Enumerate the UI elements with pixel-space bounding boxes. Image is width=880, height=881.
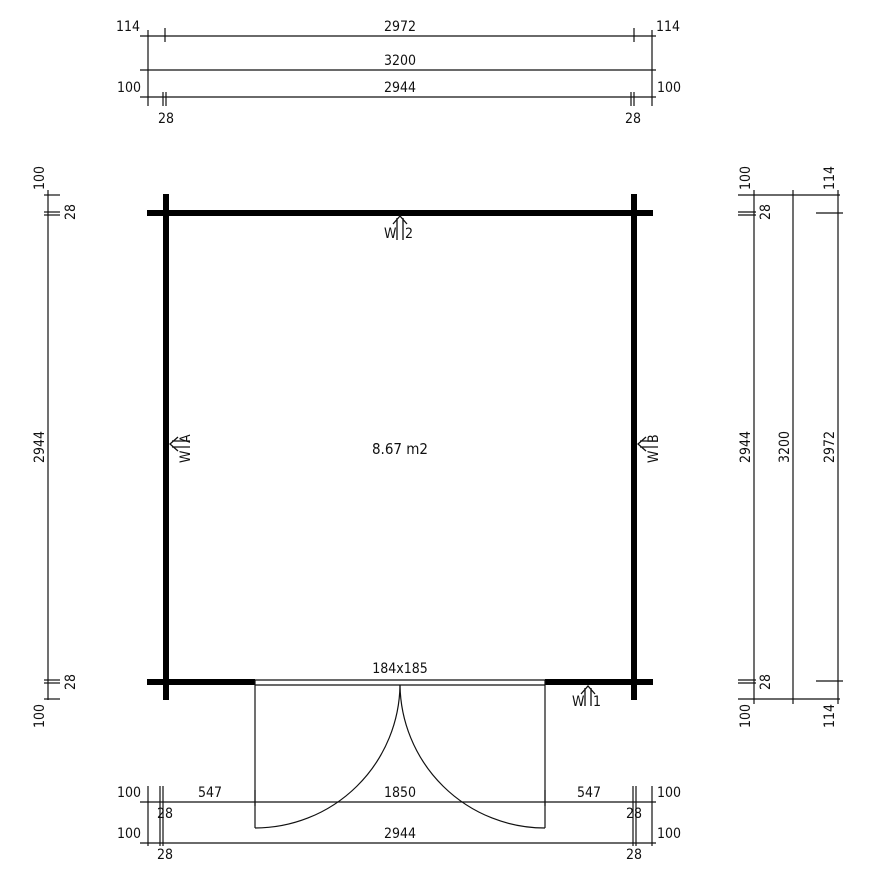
- dim-left-28-bottom: 28: [63, 674, 79, 690]
- dim-bottom-28-left-2: 28: [157, 847, 173, 863]
- dim-bottom-547-left: 547: [198, 785, 222, 801]
- dim-right-28-bottom: 28: [758, 674, 774, 690]
- room-area-label: 8.67 m2: [372, 440, 428, 458]
- wall-marker-wb-prefix: W: [646, 450, 662, 463]
- dim-right-100-top: 100: [738, 166, 754, 190]
- dim-top-100-left: 100: [117, 80, 141, 96]
- dim-bottom-547-right: 547: [577, 785, 601, 801]
- dim-top-28-right: 28: [625, 111, 641, 127]
- dim-top-28-left: 28: [158, 111, 174, 127]
- dim-right-2944: 2944: [738, 431, 754, 463]
- dim-right-100-bottom: 100: [738, 704, 754, 728]
- wall-marker-w1-suffix: 1: [593, 694, 601, 710]
- dim-right-28-top: 28: [758, 204, 774, 220]
- left-dimension-lines: [44, 190, 60, 700]
- dim-left-100-bottom: 100: [32, 704, 48, 728]
- dim-top-2972: 2972: [384, 19, 416, 35]
- dim-right-2972: 2972: [822, 431, 838, 463]
- dim-right-114-top: 114: [822, 166, 838, 190]
- dim-bottom-100-left-1: 100: [117, 785, 141, 801]
- dim-top-114-right: 114: [656, 19, 680, 35]
- dim-bottom-28-left-1: 28: [157, 806, 173, 822]
- walls: [147, 194, 653, 700]
- dim-bottom-2944: 2944: [384, 826, 416, 842]
- double-door: [254, 679, 546, 829]
- dim-bottom-100-right-2: 100: [657, 826, 681, 842]
- dim-left-28-top: 28: [63, 204, 79, 220]
- dim-right-114-bottom: 114: [822, 704, 838, 728]
- top-dimension-lines: [140, 28, 656, 106]
- wall-marker-wa-prefix: W: [178, 450, 194, 463]
- dim-left-2944: 2944: [32, 431, 48, 463]
- wall-marker-w1-prefix: W: [572, 694, 585, 710]
- wall-marker-arrows: [169, 215, 658, 706]
- right-dimension-lines: [738, 190, 843, 704]
- dim-top-114-left: 114: [116, 19, 140, 35]
- dim-bottom-28-right-1: 28: [626, 806, 642, 822]
- wall-marker-wa-suffix: A: [178, 434, 194, 443]
- dim-bottom-100-right-1: 100: [657, 785, 681, 801]
- wall-marker-w2-suffix: 2: [405, 226, 413, 242]
- dim-bottom-28-right-2: 28: [626, 847, 642, 863]
- dim-bottom-100-left-2: 100: [117, 826, 141, 842]
- door-size-label: 184x185: [372, 661, 428, 677]
- dim-top-100-right: 100: [657, 80, 681, 96]
- dim-bottom-1850: 1850: [384, 785, 416, 801]
- wall-marker-w2-prefix: W: [384, 226, 397, 242]
- dim-left-100-top: 100: [32, 166, 48, 190]
- dim-top-3200: 3200: [384, 53, 416, 69]
- dim-top-2944: 2944: [384, 80, 416, 96]
- wall-marker-wb-suffix: B: [646, 434, 662, 443]
- dim-right-3200: 3200: [777, 431, 793, 463]
